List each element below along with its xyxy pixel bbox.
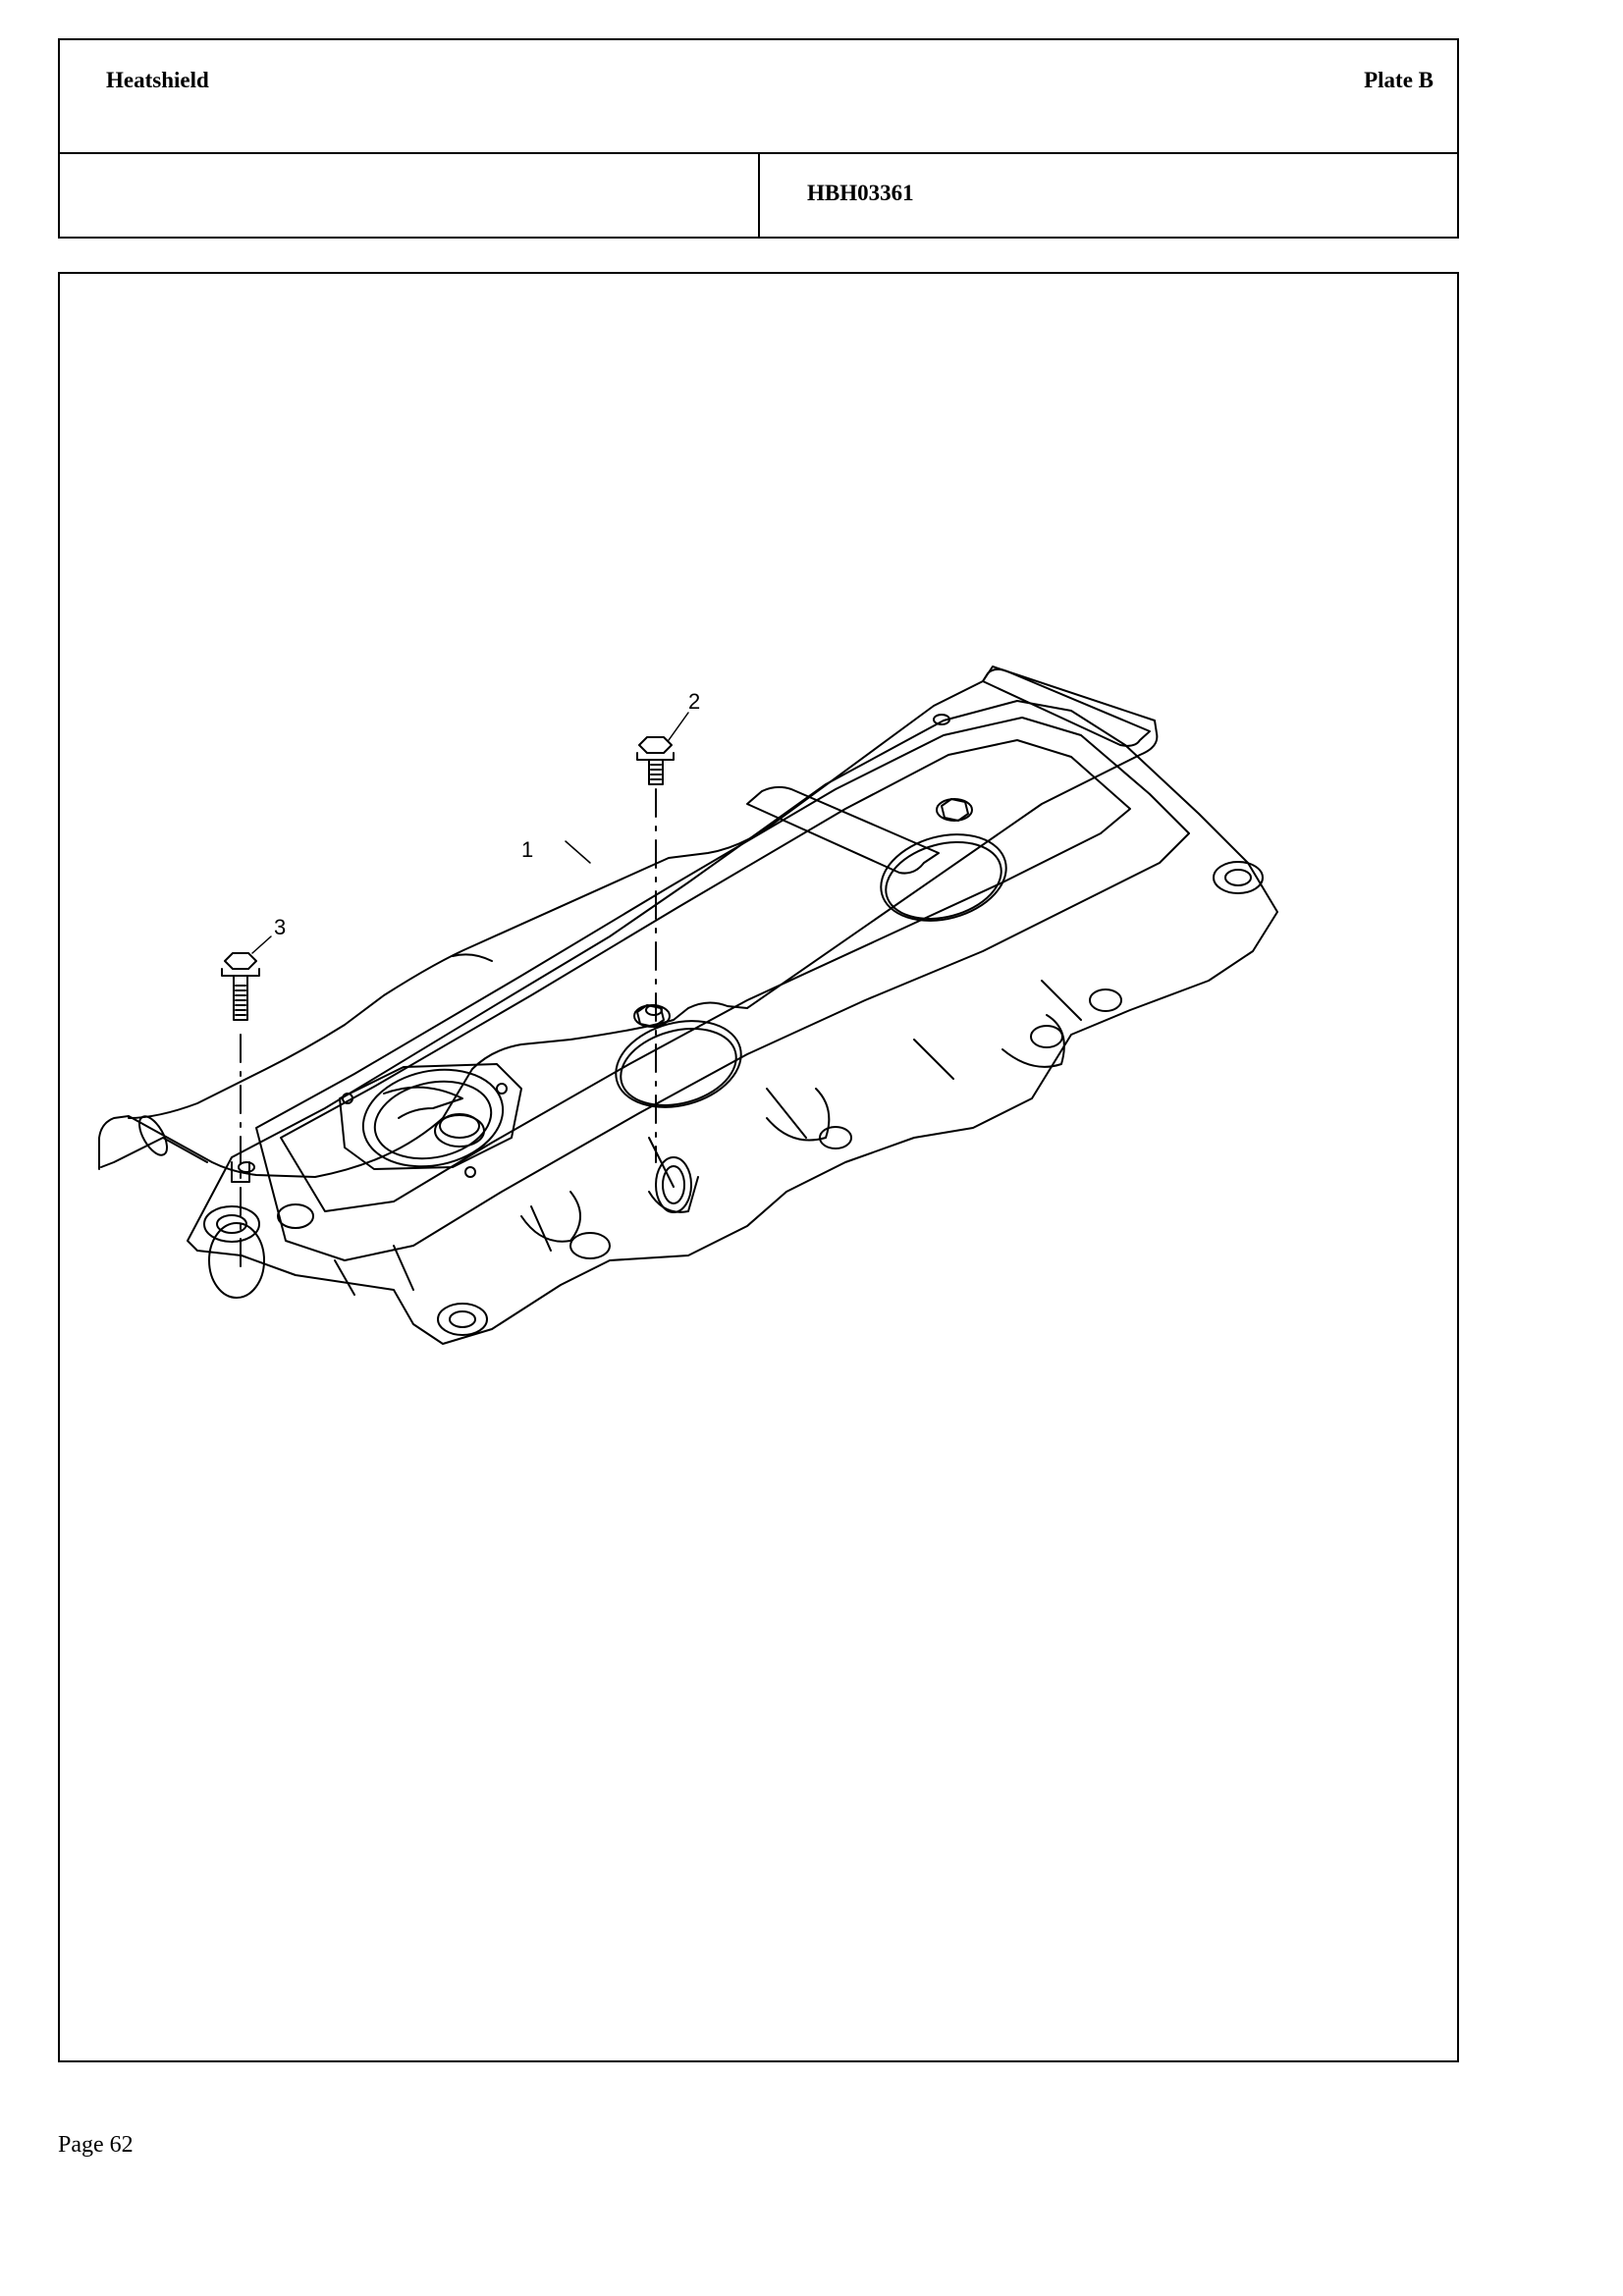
exploded-parts-diagram: 2 1 3 <box>98 666 1278 1345</box>
callout-leaders <box>251 712 689 954</box>
callout-2: 2 <box>688 689 700 714</box>
document-title: Heatshield <box>106 68 209 92</box>
header-empty-cell <box>60 154 760 237</box>
header-title-row: Heatshield Plate B <box>60 40 1457 154</box>
bolt-3-illustration <box>221 952 260 1183</box>
bolt-2-illustration <box>636 736 675 785</box>
callout-1: 1 <box>521 837 533 862</box>
page-number: Page 62 <box>58 2132 134 2158</box>
callout-3: 3 <box>274 915 286 939</box>
header-code-row: HBH03361 <box>60 154 1457 237</box>
heatshield-illustration <box>98 666 1159 1178</box>
header-table: Heatshield Plate B HBH03361 <box>58 38 1459 239</box>
rocker-cover-illustration <box>187 700 1278 1345</box>
figure-frame: 2 1 3 <box>58 272 1459 2062</box>
plate-label: Plate B <box>1364 68 1434 92</box>
assembly-lines <box>240 788 657 1271</box>
part-code: HBH03361 <box>807 181 914 205</box>
